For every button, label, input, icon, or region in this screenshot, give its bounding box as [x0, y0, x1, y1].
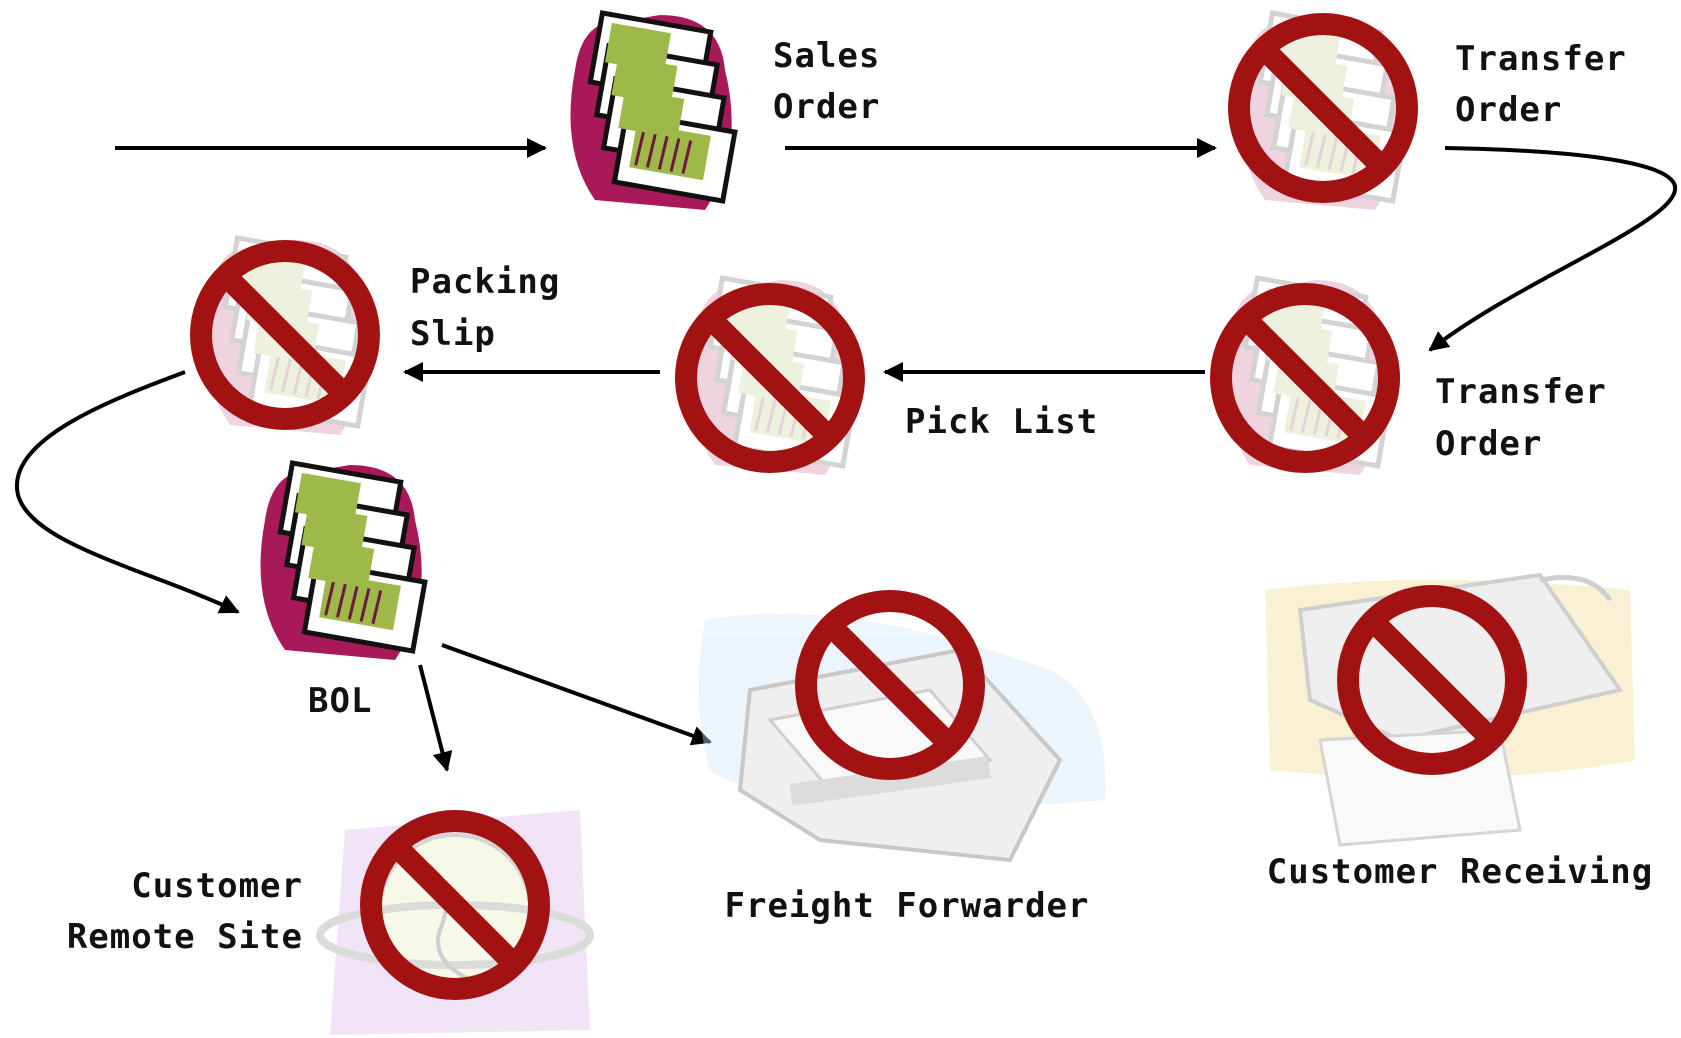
node-label: Transfer — [1455, 39, 1627, 79]
connector-arrows — [14, 138, 1678, 772]
node-customer-remote-site: Customer Remote Site — [67, 810, 594, 1035]
node-bol: BOL — [261, 463, 425, 721]
node-sales-order: Sales Order — [571, 13, 880, 210]
node-transfer-order-1: Transfer Order — [1239, 13, 1627, 210]
node-label: Order — [1435, 424, 1542, 464]
node-label: Freight Forwarder — [725, 886, 1090, 926]
arrow-transfer-order-to-transfer-order — [1428, 146, 1678, 352]
node-label: Pick List — [905, 402, 1098, 442]
globe-icon — [316, 810, 594, 1035]
arrow-bol-to-customer-remote-site — [418, 664, 453, 772]
node-label: Order — [773, 87, 880, 127]
node-label: Sales — [773, 36, 880, 76]
node-label: Transfer — [1435, 372, 1607, 412]
node-label: Remote Site — [67, 917, 303, 957]
node-label: BOL — [308, 681, 372, 721]
documents-icon — [571, 13, 735, 210]
documents-icon — [261, 463, 425, 660]
node-customer-receiving: Customer Receiving — [1265, 572, 1653, 892]
node-label: Customer — [131, 866, 303, 906]
node-label: Packing — [410, 262, 560, 302]
node-label: Order — [1455, 90, 1562, 130]
node-label: Slip — [410, 314, 496, 354]
node-packing-slip: Packing Slip — [201, 238, 560, 435]
arrow-bol-to-freight-forwarder — [441, 643, 712, 746]
arrow-packing-slip-to-bol — [14, 370, 240, 614]
node-freight-forwarder: Freight Forwarder — [698, 601, 1106, 926]
node-transfer-order-2: Transfer Order — [1221, 278, 1607, 475]
printer-icon — [698, 613, 1106, 863]
node-label: Customer Receiving — [1267, 852, 1653, 892]
node-pick-list: Pick List — [686, 278, 1098, 475]
